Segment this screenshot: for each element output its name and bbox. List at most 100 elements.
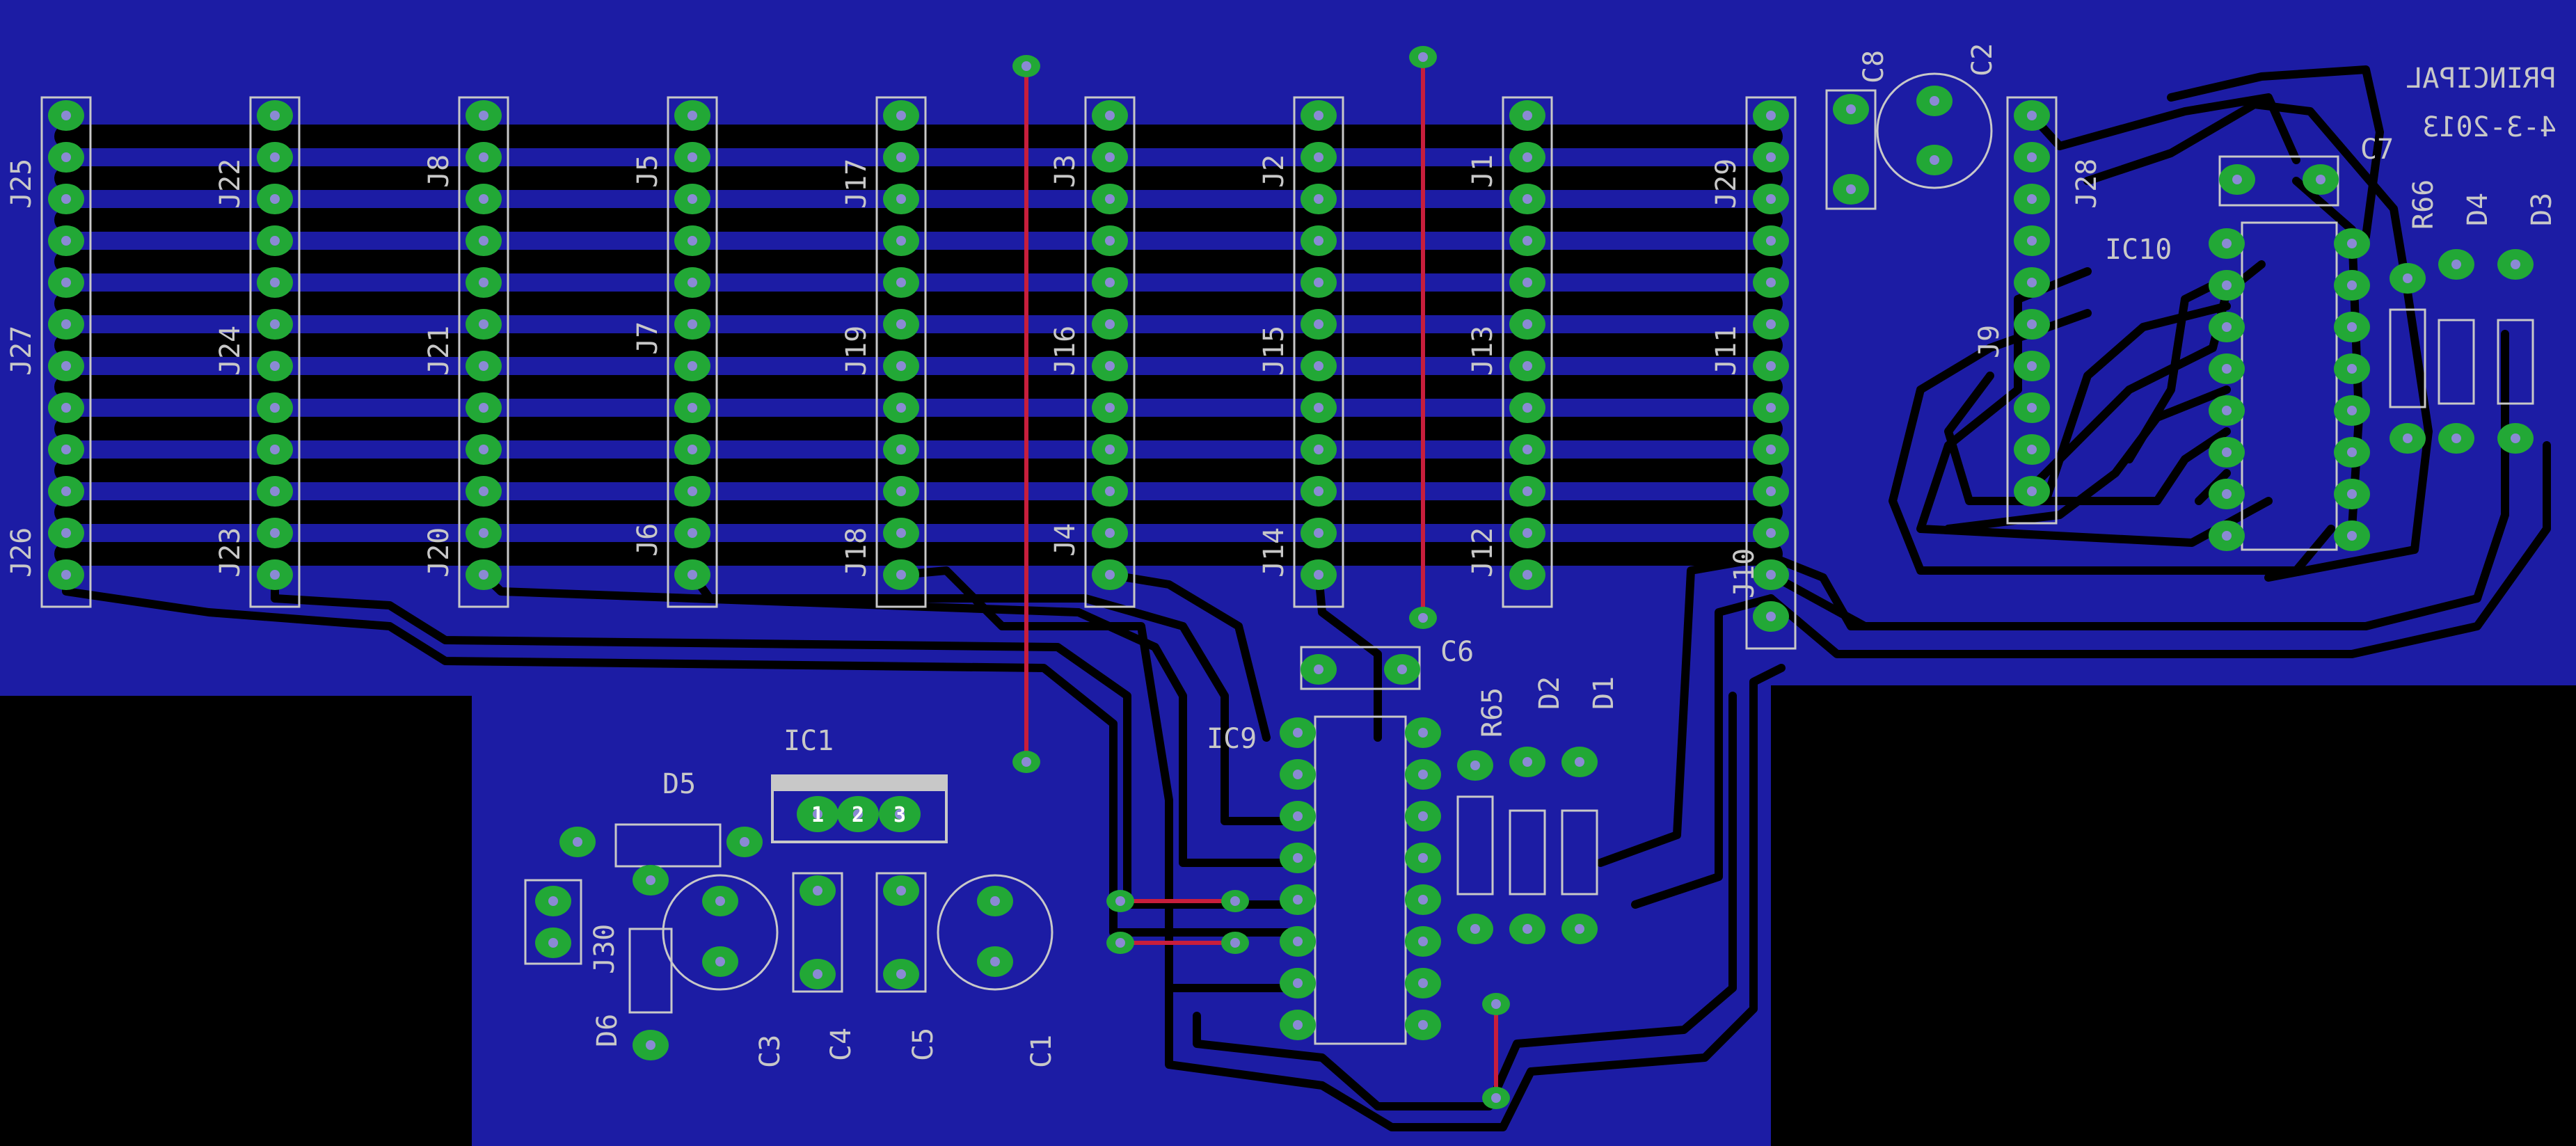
pad-hole — [270, 403, 280, 413]
pad-hole — [2027, 111, 2037, 120]
pad-hole — [896, 194, 906, 204]
pad-hole — [270, 194, 280, 204]
ic1-pin-1: 1 — [811, 803, 824, 827]
pad-hole — [61, 361, 71, 371]
pad-hole — [2316, 175, 2325, 184]
pad-hole — [1491, 999, 1501, 1009]
pad-hole — [1766, 194, 1776, 204]
pad-hole — [1766, 486, 1776, 496]
label-j28: J28 — [2071, 159, 2103, 209]
header-outline — [667, 96, 718, 608]
pad-hole — [1293, 895, 1303, 905]
pad-hole — [687, 236, 697, 246]
label-d2: D2 — [1534, 676, 1566, 710]
pad-hole — [1105, 236, 1115, 246]
pad-hole — [1766, 361, 1776, 371]
signal-trace — [1631, 594, 1775, 909]
label-j18: J18 — [841, 527, 873, 578]
label-ic9: IC9 — [1207, 723, 1257, 755]
pad-hole — [896, 152, 906, 162]
header-outline — [1502, 96, 1553, 608]
pad-hole — [61, 194, 71, 204]
ic10-body — [2241, 221, 2338, 551]
pad-hole — [687, 486, 697, 496]
pad-hole — [896, 486, 906, 496]
pad-hole — [1105, 570, 1115, 580]
pad-hole — [687, 319, 697, 329]
pad-hole — [896, 236, 906, 246]
label-c5: C5 — [907, 1028, 939, 1061]
pad-hole — [2027, 152, 2037, 162]
pad-hole — [1418, 895, 1428, 905]
pad-hole — [687, 194, 697, 204]
pad-hole — [1397, 664, 1407, 674]
pad-hole — [1418, 853, 1428, 863]
pad-hole — [1105, 194, 1115, 204]
pad-hole — [2027, 445, 2037, 454]
label-j21: J21 — [423, 326, 455, 376]
pad-hole — [2222, 406, 2232, 415]
header-outline — [2006, 96, 2058, 525]
label-j27: J27 — [6, 326, 38, 376]
label-r66: R66 — [2408, 180, 2440, 230]
pad-hole — [2403, 273, 2412, 283]
label-c1: C1 — [1026, 1035, 1058, 1068]
pad-hole — [1766, 152, 1776, 162]
pad-hole — [2222, 447, 2232, 457]
pad-hole — [1314, 528, 1323, 538]
pad-hole — [61, 278, 71, 287]
pad-hole — [1418, 1020, 1428, 1030]
signal-trace — [1596, 552, 1775, 867]
label-j3: J3 — [1049, 154, 1081, 188]
pad-hole — [2027, 486, 2037, 496]
c2-outline — [1876, 72, 1993, 189]
header-outline — [1084, 96, 1136, 608]
pad-hole — [1470, 924, 1480, 934]
label-c8: C8 — [1858, 50, 1890, 83]
pad-hole — [1766, 612, 1776, 621]
pad-hole — [813, 969, 822, 979]
header-outline — [249, 96, 301, 608]
pad-hole — [646, 1040, 655, 1050]
pad-hole — [2222, 280, 2232, 290]
pad-hole — [687, 570, 697, 580]
pad-hole — [896, 111, 906, 120]
pad-hole — [270, 528, 280, 538]
pad-hole — [896, 969, 906, 979]
component-labels: IC1 IC9 IC10 D5 C6 C7 C3 C4 C5 C1 D6 R65… — [591, 43, 2558, 1068]
signal-trace — [1314, 571, 1382, 742]
d5-body — [614, 823, 722, 868]
pad-hole — [1522, 924, 1532, 934]
signal-trace — [688, 571, 1298, 825]
pad-hole — [896, 278, 906, 287]
pad-hole — [1846, 184, 1856, 194]
pad-hole — [479, 486, 488, 496]
pad-hole — [687, 111, 697, 120]
pad-hole — [687, 361, 697, 371]
signal-trace — [1106, 571, 1271, 742]
pad-hole — [1522, 236, 1532, 246]
pad-hole — [2347, 322, 2357, 332]
pad-hole — [1105, 403, 1115, 413]
signal-trace — [2028, 93, 2300, 164]
trace-layer — [54, 65, 2551, 1131]
pad-hole — [1105, 111, 1115, 120]
pad-hole — [687, 403, 697, 413]
pad-hole — [896, 886, 906, 896]
ic1-tab — [772, 776, 946, 791]
pad-hole — [2222, 364, 2232, 374]
pad-hole — [1314, 152, 1323, 162]
pad-hole — [2347, 489, 2357, 499]
header-outline — [40, 96, 92, 608]
signal-trace — [1767, 441, 2551, 658]
label-j26: J26 — [6, 527, 38, 578]
pad-hole — [1470, 761, 1480, 770]
pad-hole — [1418, 613, 1428, 623]
pad-hole — [1766, 445, 1776, 454]
signal-trace — [1944, 385, 2231, 533]
label-j1: J1 — [1467, 154, 1499, 188]
board-date: 4-3-2013 — [2422, 111, 2557, 143]
pad-hole — [1522, 152, 1532, 162]
pad-hole — [61, 570, 71, 580]
